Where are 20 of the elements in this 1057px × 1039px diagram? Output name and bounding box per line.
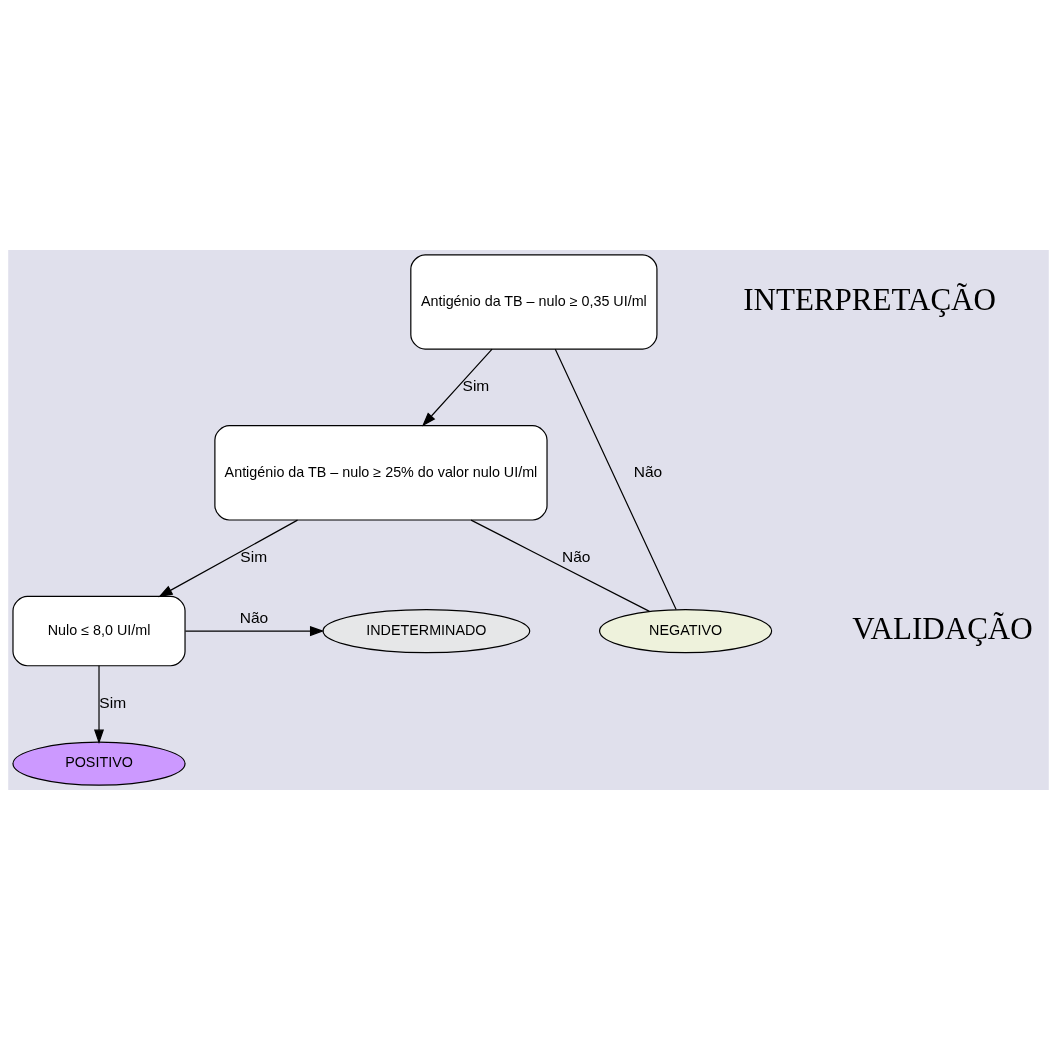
arrow — [184, 625, 325, 636]
edge-label: Não — [239, 608, 269, 626]
edge-label: Não — [562, 547, 591, 565]
node-ellipse: POSITIVO — [12, 741, 186, 786]
edge-label: Sim — [240, 547, 268, 565]
edge-label: Sim — [99, 693, 127, 711]
node-box: Antigénio da TB – nulo ≥ 25% do valor nulo UI/ml — [214, 424, 548, 521]
arrow — [94, 664, 105, 744]
node-ellipse: INDETERMINADO — [322, 608, 531, 653]
arrow — [422, 348, 493, 426]
connector — [470, 519, 651, 612]
label: INTERPRETAÇÃO — [743, 281, 996, 316]
label: VALIDAÇÃO — [852, 610, 1033, 646]
node-ellipse: NEGATIVO — [599, 608, 773, 653]
node-box: Antigénio da TB – nulo ≥ 0,35 UI/ml — [410, 253, 658, 350]
arrow — [158, 519, 299, 597]
node-box: Nulo ≤ 8,0 UI/ml — [12, 595, 186, 666]
edge-label: Não — [633, 462, 663, 480]
connector — [554, 348, 677, 610]
edge-label: Sim — [462, 376, 490, 394]
